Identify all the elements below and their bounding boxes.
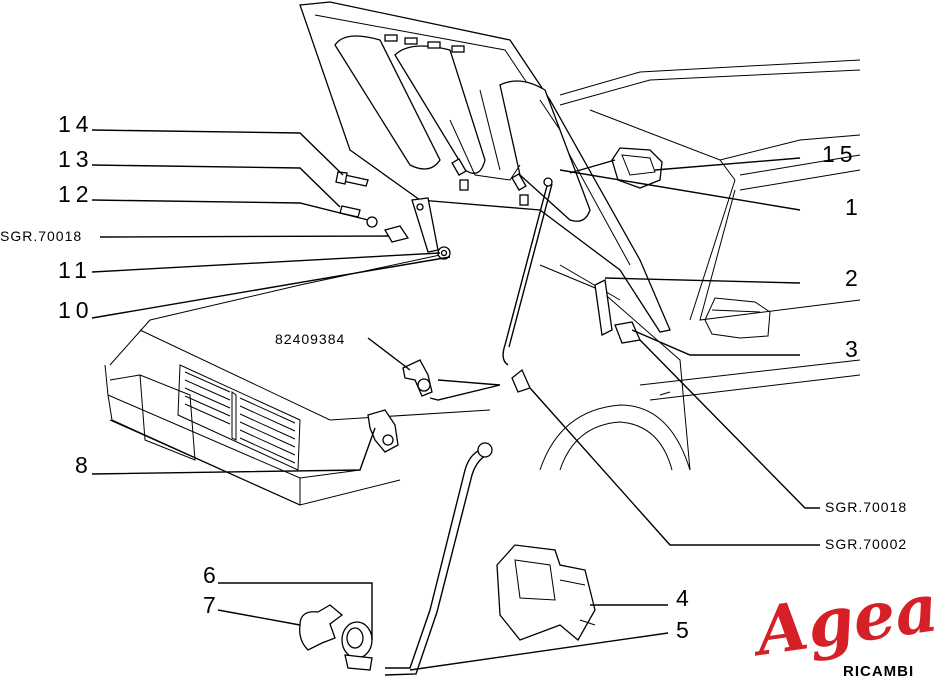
callout-sgr-70018-left: SGR.70018 (0, 228, 82, 244)
hood-hinge-part-15 (611, 147, 663, 189)
logo-sub: RICAMBI (843, 663, 914, 680)
callout-12: 12 (58, 181, 94, 207)
callout-5: 5 (676, 617, 694, 643)
grommet-part-6 (341, 621, 373, 671)
callout-labels: 14 13 12 SGR.70018 11 10 82409384 8 6 7 … (0, 111, 907, 643)
left-hinge-bracket (335, 171, 451, 260)
callout-sgr-70002: SGR.70002 (825, 536, 907, 552)
callout-13: 13 (58, 146, 94, 172)
callout-1: 1 (845, 194, 863, 220)
release-cable-part-5 (384, 442, 493, 676)
callout-82409384: 82409384 (275, 331, 345, 347)
callout-14: 14 (58, 111, 94, 137)
callout-7: 7 (203, 592, 221, 618)
callout-2: 2 (845, 265, 863, 291)
logo-brand: Agea (745, 568, 942, 671)
callout-sgr-70018-right: SGR.70018 (825, 499, 907, 515)
callout-8: 8 (75, 452, 93, 478)
release-handle-part-4 (496, 544, 596, 641)
agea-ricambi-logo: Agea RICAMBI (745, 568, 942, 680)
striker-part-82409384 (402, 359, 531, 397)
hood-lock-part-8 (367, 409, 399, 453)
right-hinge-bracket (594, 279, 641, 344)
prop-rod (502, 177, 553, 366)
car-body-outline (104, 59, 861, 506)
hood-panel (299, 1, 671, 333)
callout-10: 10 (58, 297, 94, 323)
callout-11: 11 (58, 257, 92, 283)
callout-3: 3 (845, 336, 863, 362)
callout-4: 4 (676, 585, 694, 611)
leader-lines (91, 129, 820, 671)
callout-15: 15 (822, 141, 858, 167)
callout-6: 6 (203, 562, 221, 588)
clip-part-7 (299, 604, 344, 651)
